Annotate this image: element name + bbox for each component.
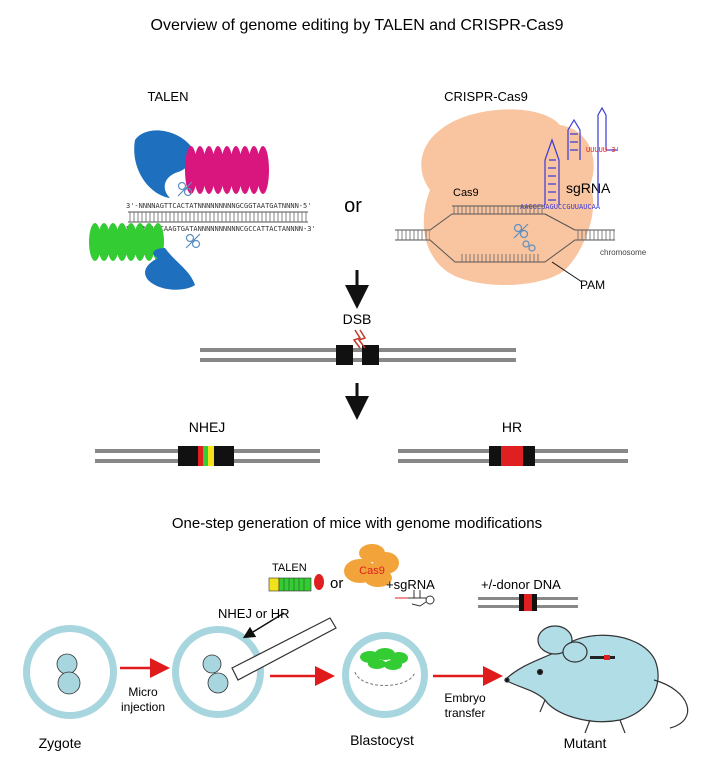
embryo-transfer-label-line2: transfer xyxy=(445,706,486,720)
cas9-blob-icon xyxy=(344,544,399,587)
pam-pointer xyxy=(551,261,583,283)
reagent-cas9-label: Cas9 xyxy=(359,565,385,577)
hr-chromosome xyxy=(398,446,628,466)
or-text: or xyxy=(344,195,362,217)
reagent-sgrna-label: +sgRNA xyxy=(386,577,435,592)
cas9-label: Cas9 xyxy=(453,187,479,199)
sgrna-label: sgRNA xyxy=(566,180,611,196)
reagent-or-text: or xyxy=(330,575,343,592)
injection-needle xyxy=(231,617,337,681)
talen-construct-icon xyxy=(268,574,324,592)
mouse-genome-mark xyxy=(590,655,615,660)
talen-top-foki-domain xyxy=(134,130,194,198)
crispr-panel: CRISPR-Cas9 Cas9 sgRNA UUUUU-3' AAGGCUAG… xyxy=(395,89,647,292)
mutant-mouse-icon xyxy=(504,625,689,734)
pam-label: PAM xyxy=(580,278,605,292)
donor-dna-icon xyxy=(478,594,578,611)
talen-top-tale-repeats xyxy=(185,146,269,194)
embryo-transfer-label-line1: Embryo xyxy=(444,691,486,705)
nhej-or-hr-label: NHEJ or HR xyxy=(218,606,290,621)
talen-label: TALEN xyxy=(148,89,189,104)
micro-injection-label-line1: Micro xyxy=(128,685,158,699)
sgrna-spacer-seq: AAGGCUAGUCCGUUAUCAA xyxy=(520,203,601,211)
zygote-label: Zygote xyxy=(39,735,82,751)
reagent-donor-label: +/-donor DNA xyxy=(481,577,561,592)
nhej-chromosome xyxy=(95,446,320,466)
break-bolt-icon xyxy=(352,329,362,349)
sgrna-structure xyxy=(544,106,618,205)
reagents-row: TALEN or Cas9 +sgRNA +/-donor DN xyxy=(268,544,578,611)
nhej-label: NHEJ xyxy=(189,419,226,435)
sgrna-3prime-tail: UUUUU-3' xyxy=(586,146,620,154)
blastocyst xyxy=(342,632,428,718)
dsb-chromosome xyxy=(200,329,516,365)
talen-panel: TALEN 3'-NNNNAGTTCACTATNNNNNNNNNGCGGTAAT… xyxy=(89,89,316,290)
zygote-cell xyxy=(23,625,117,719)
crispr-label: CRISPR-Cas9 xyxy=(444,89,528,104)
mutant-label: Mutant xyxy=(564,735,607,751)
reagent-talen-label: TALEN xyxy=(272,562,307,574)
talen-cut-icon-top xyxy=(177,181,193,197)
sgrna-hairpin-icon xyxy=(395,590,435,607)
hr-label: HR xyxy=(502,419,522,435)
talen-dna-rungs xyxy=(128,212,308,222)
talen-cut-icon-bottom xyxy=(185,233,201,249)
talen-top-strand: 3'-NNNNAGTTCACTATNNNNNNNNNGCGGTAATGATNNN… xyxy=(126,202,311,210)
chromosome-label: chromosome xyxy=(600,248,647,257)
talen-bottom-strand: 5'-NNNNTCAAGTGATANNNNNNNNNNCGCCATTACTANN… xyxy=(126,225,316,233)
figure-title: Overview of genome editing by TALEN and … xyxy=(151,17,564,34)
section2-title: One-step generation of mice with genome … xyxy=(172,515,542,532)
dsb-label: DSB xyxy=(343,311,372,327)
crispr-cut-icon xyxy=(513,223,536,252)
blastocyst-label: Blastocyst xyxy=(350,732,414,748)
injection-direction-arrow xyxy=(242,612,285,639)
crispr-target-dna xyxy=(395,205,615,263)
talen-bottom-foki-domain xyxy=(145,248,195,290)
cas9-protein xyxy=(421,109,594,285)
micro-injection-label-line2: injection xyxy=(121,700,165,714)
injected-zygote-cell xyxy=(172,626,264,718)
